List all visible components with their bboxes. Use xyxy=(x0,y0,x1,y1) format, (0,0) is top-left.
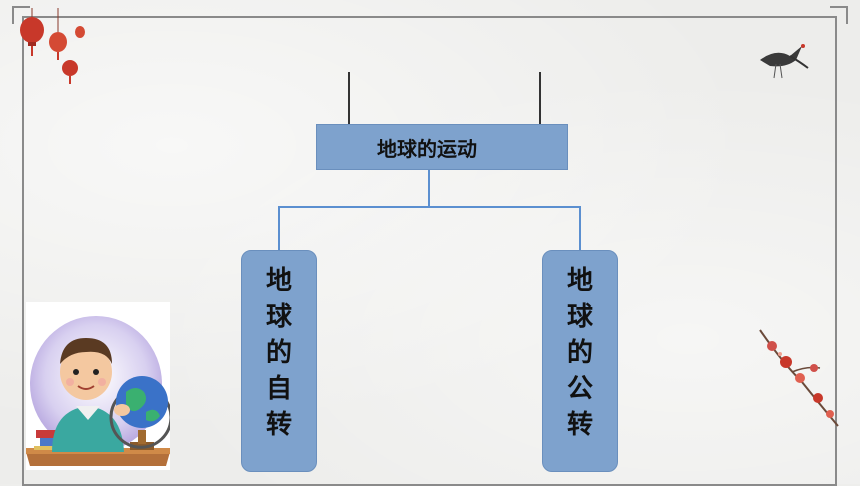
child-node-char: 的 xyxy=(566,338,593,368)
child-node-char: 地 xyxy=(265,266,292,296)
child-node-char: 地 xyxy=(566,266,593,296)
child-node-rotation: 地 球 的 自 转 xyxy=(241,250,317,472)
child-node-char: 的 xyxy=(265,338,292,368)
child-node-revolution: 地 球 的 公 转 xyxy=(542,250,618,472)
red-lantern-icon xyxy=(20,8,85,84)
frame-corner-top-right xyxy=(830,6,848,24)
child-node-char: 自 xyxy=(265,374,292,404)
child-node-char: 转 xyxy=(265,410,292,440)
frame-corner-top-left xyxy=(12,6,30,24)
boy-with-globe-icon xyxy=(26,316,173,466)
plum-blossom-icon xyxy=(759,329,839,427)
connector-right xyxy=(429,206,581,250)
child-node-char: 公 xyxy=(566,374,593,404)
crane-bird-icon xyxy=(760,44,809,79)
root-node: 地球的运动 xyxy=(316,124,568,170)
boy-with-globe-illustration xyxy=(26,302,173,470)
root-node-label: 地球的运动 xyxy=(377,136,477,161)
child-node-char: 球 xyxy=(566,302,593,332)
child-node-char: 球 xyxy=(265,302,292,332)
pin-string-right xyxy=(539,72,541,128)
child-node-char: 转 xyxy=(566,410,593,440)
connector-left xyxy=(278,170,430,250)
pin-string-left xyxy=(348,72,350,128)
